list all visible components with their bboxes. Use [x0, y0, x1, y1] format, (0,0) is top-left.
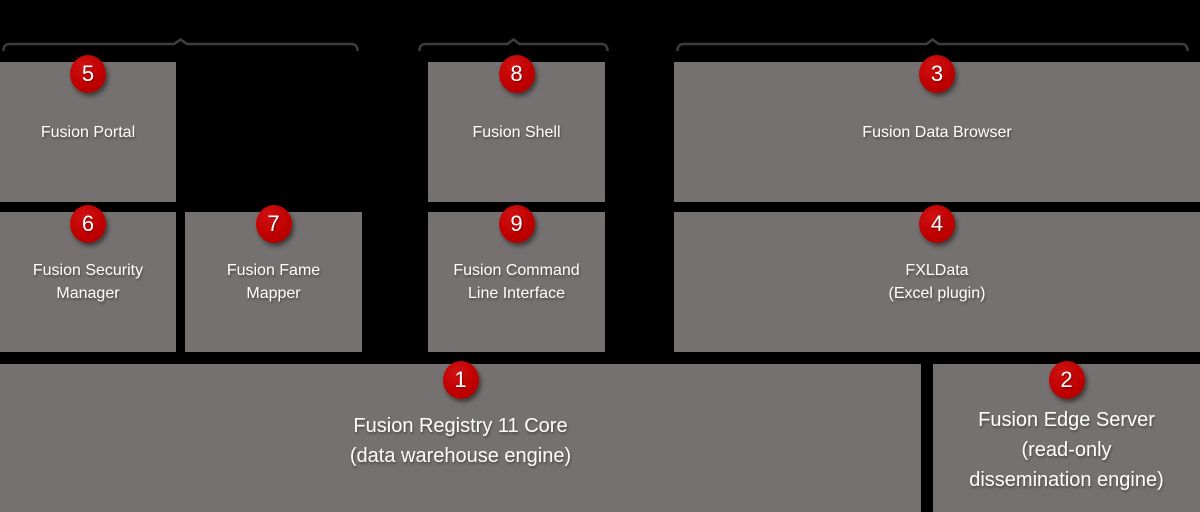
- number-badge: 5: [70, 55, 106, 93]
- number-badge: 9: [498, 205, 535, 243]
- box-label: Fusion Edge Server (read-only disseminat…: [969, 409, 1164, 491]
- number-badge: 7: [255, 205, 292, 243]
- box-fusion-edge-server: 2 Fusion Edge Server (read-only dissemin…: [933, 361, 1200, 512]
- box-fxldata-excel-plugin: 4 FXLData (Excel plugin): [674, 205, 1200, 352]
- box-fusion-registry-core: 1 Fusion Registry 11 Core (data warehous…: [0, 361, 921, 512]
- group-bracket-left: [2, 38, 359, 52]
- box-label: Fusion Data Browser: [862, 123, 1012, 141]
- bracket-icon: [418, 38, 609, 52]
- box-fusion-security-manager: 6 Fusion Security Manager: [0, 205, 176, 352]
- number-badge: 8: [498, 55, 535, 93]
- number-badge: 3: [919, 55, 955, 93]
- box-fusion-fame-mapper: 7 Fusion Fame Mapper: [185, 205, 362, 352]
- box-label: Fusion Shell: [472, 123, 561, 141]
- number-badge: 2: [1048, 361, 1085, 399]
- box-label: FXLData (Excel plugin): [888, 262, 986, 302]
- box-fusion-shell: 8 Fusion Shell: [428, 55, 605, 202]
- bracket-icon: [2, 38, 359, 52]
- bracket-icon: [676, 38, 1189, 52]
- box-fusion-command-line-interface: 9 Fusion Command Line Interface: [428, 205, 605, 352]
- number-badge: 6: [70, 205, 106, 243]
- box-label: Fusion Security Manager: [32, 262, 144, 302]
- box-label: Fusion Fame Mapper: [226, 262, 321, 302]
- number-badge: 4: [919, 205, 955, 243]
- box-fusion-portal: 5 Fusion Portal: [0, 55, 176, 202]
- number-badge: 1: [442, 361, 479, 399]
- group-bracket-middle: [418, 38, 609, 52]
- box-label: Fusion Portal: [40, 123, 136, 141]
- box-label: Fusion Registry 11 Core (data warehouse …: [349, 414, 572, 467]
- box-fusion-data-browser: 3 Fusion Data Browser: [674, 55, 1200, 202]
- box-label: Fusion Command Line Interface: [453, 262, 580, 302]
- group-bracket-right: [676, 38, 1189, 52]
